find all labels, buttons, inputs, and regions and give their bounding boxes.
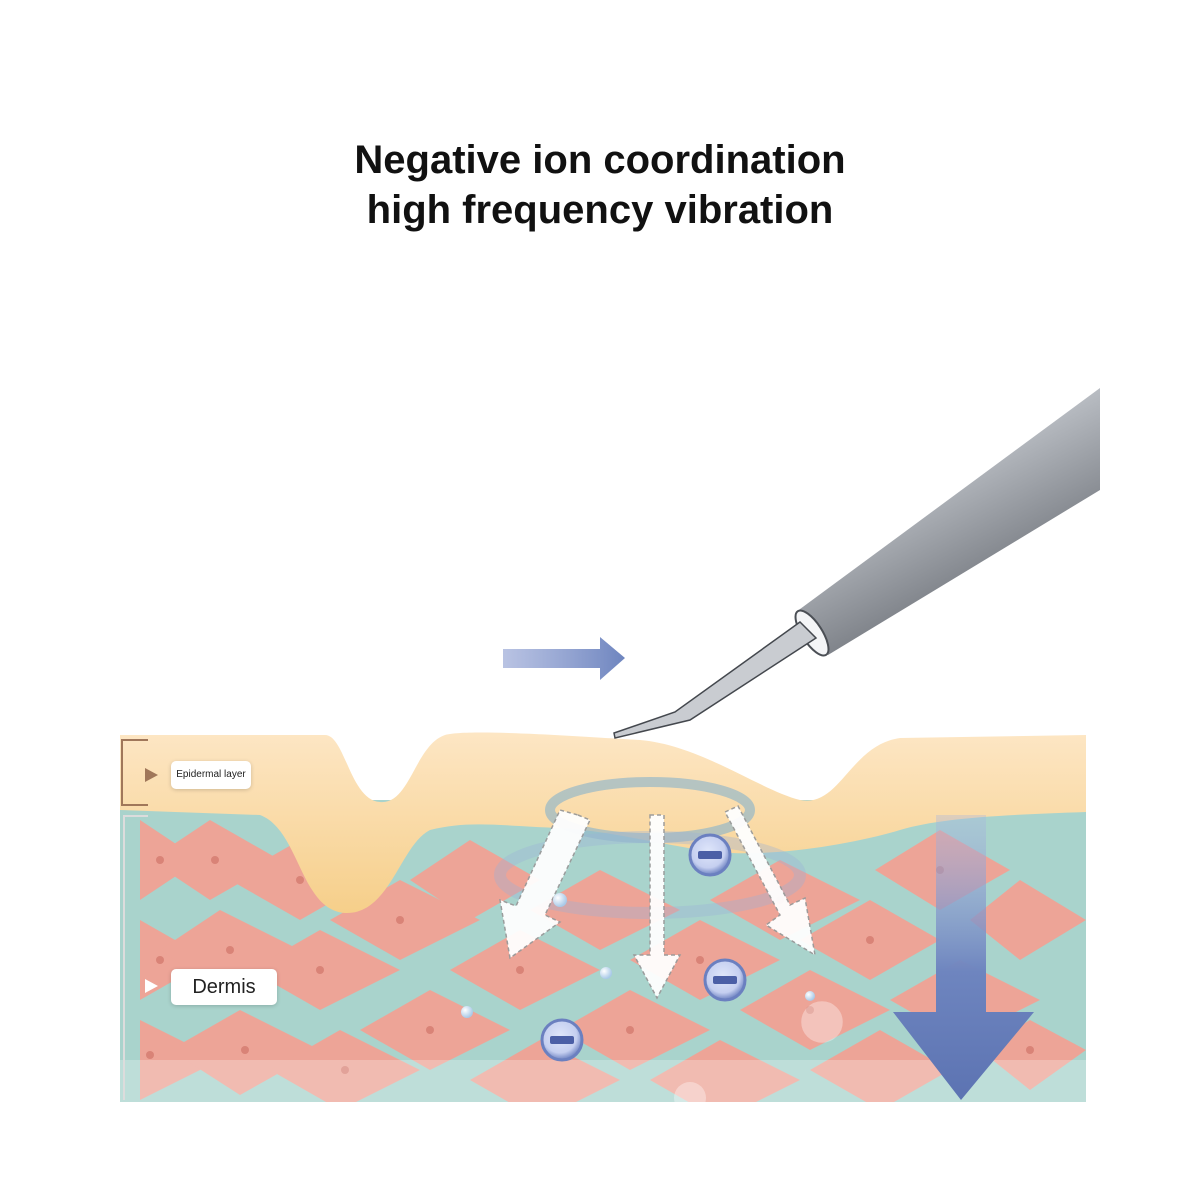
ion-icon bbox=[542, 1020, 582, 1060]
bubble bbox=[805, 991, 815, 1001]
bubble bbox=[674, 1082, 706, 1114]
bubble bbox=[600, 967, 612, 979]
extraction-tool bbox=[614, 388, 1100, 738]
ion-icon bbox=[690, 835, 730, 875]
tool-handle bbox=[796, 388, 1100, 655]
tool-blade bbox=[614, 622, 816, 738]
bubble bbox=[802, 1002, 842, 1042]
epidermal-layer-label: Epidermal layer bbox=[171, 761, 251, 789]
motion-arrow bbox=[503, 637, 625, 680]
bubble bbox=[553, 893, 567, 907]
dermis-label: Dermis bbox=[171, 969, 277, 1005]
bubble bbox=[461, 1006, 473, 1018]
ion-icon bbox=[705, 960, 745, 1000]
